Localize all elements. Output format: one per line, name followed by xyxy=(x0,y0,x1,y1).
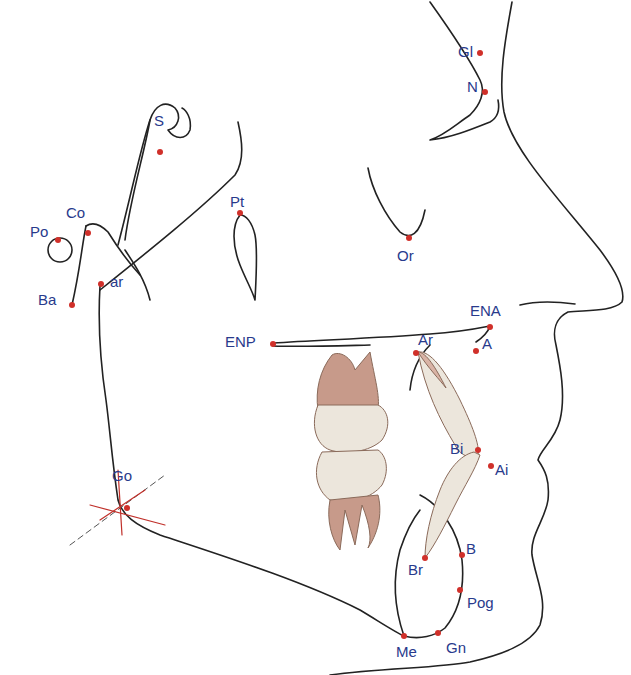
landmark-label: ENA xyxy=(470,303,501,318)
landmark-label: Bi xyxy=(450,441,463,456)
landmark-label: A xyxy=(482,336,492,351)
landmark-label: Me xyxy=(396,644,417,659)
landmark-label: Pog xyxy=(467,595,494,610)
landmark-label: Co xyxy=(66,205,85,220)
landmark-label: Ai xyxy=(495,462,508,477)
landmark-label: S xyxy=(154,113,164,128)
landmark-label: N xyxy=(467,79,478,94)
landmark-label: Gl xyxy=(458,44,473,59)
landmark-label: ar xyxy=(110,274,123,289)
landmark-label: B xyxy=(466,541,476,556)
landmark-label: Or xyxy=(397,248,414,263)
landmark-label: Ba xyxy=(38,292,56,307)
landmark-label: Gn xyxy=(446,640,466,655)
landmark-label: Br xyxy=(408,562,423,577)
landmark-label: Ar xyxy=(418,332,433,347)
landmark-label: ENP xyxy=(225,334,256,349)
landmark-label: Pt xyxy=(230,194,244,209)
landmark-label: Go xyxy=(112,468,132,483)
landmark-label: Po xyxy=(30,224,48,239)
